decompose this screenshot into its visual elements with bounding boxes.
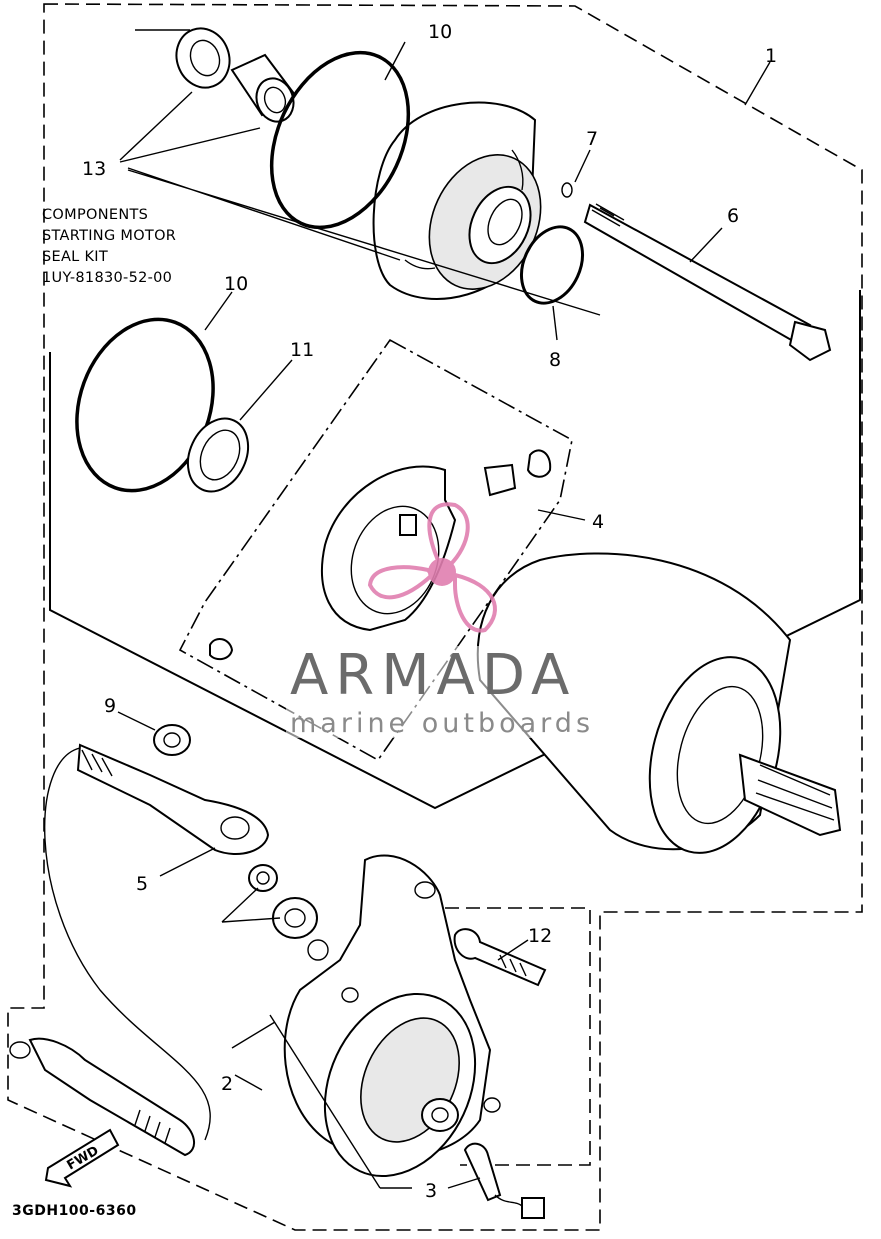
armada-logo-icon <box>367 502 497 633</box>
callout-10-left: 10 <box>224 273 248 295</box>
assembly-boundary <box>7 3 863 1231</box>
callout-2: 2 <box>221 1073 233 1095</box>
leader-lines <box>117 29 771 1189</box>
kit-label-line-4: 1UY-81830-52-00 <box>42 270 172 286</box>
callout-4: 4 <box>592 511 604 533</box>
callout-13: 13 <box>82 158 106 180</box>
oil-seal-and-bearing <box>175 27 297 123</box>
fwd-arrow-icon: FWD <box>44 1128 120 1188</box>
washer-11 <box>186 417 250 493</box>
watermark-backdrop <box>286 646 592 738</box>
kit-label-line-3: SEAL KIT <box>42 249 108 265</box>
callout-10-top: 10 <box>428 21 452 43</box>
callout-numbers: 1 2 3 4 5 6 7 8 9 10 10 11 12 13 <box>82 21 777 1202</box>
seal-kit-label: COMPONENTS STARTING MOTOR SEAL KIT 1UY-8… <box>42 207 176 286</box>
callout-9: 9 <box>104 695 116 717</box>
callout-6: 6 <box>727 205 739 227</box>
brush-holder-3 <box>463 1142 545 1219</box>
kit-label-line-1: COMPONENTS <box>42 207 148 223</box>
callout-3: 3 <box>425 1180 437 1202</box>
lead-wire-terminal-5 <box>76 743 270 855</box>
callout-8: 8 <box>549 349 561 371</box>
drawing-code: 3GDH100-6360 <box>12 1203 137 1219</box>
kit-label-line-2: STARTING MOTOR <box>42 228 176 244</box>
watermark-tagline: marine outboards <box>290 708 594 739</box>
o-ring-7 <box>561 182 573 198</box>
callout-12: 12 <box>528 925 552 947</box>
callout-7: 7 <box>586 128 598 150</box>
rear-bracket <box>283 854 501 1178</box>
motor-yoke-outline <box>49 290 861 810</box>
watermark-brand: ARMADA <box>290 643 576 708</box>
front-cover <box>372 101 542 300</box>
o-ring-8 <box>520 225 584 305</box>
bolt-group-boundary <box>445 907 591 1166</box>
power-lead <box>9 747 211 1157</box>
callout-5: 5 <box>136 873 148 895</box>
brush-plate <box>209 449 552 661</box>
callout-1: 1 <box>765 45 777 67</box>
callout-11: 11 <box>290 339 314 361</box>
nut-9 <box>153 724 191 756</box>
through-bolt-6 <box>583 203 832 362</box>
motor-yoke <box>476 552 842 854</box>
insulator-washers <box>248 864 329 961</box>
